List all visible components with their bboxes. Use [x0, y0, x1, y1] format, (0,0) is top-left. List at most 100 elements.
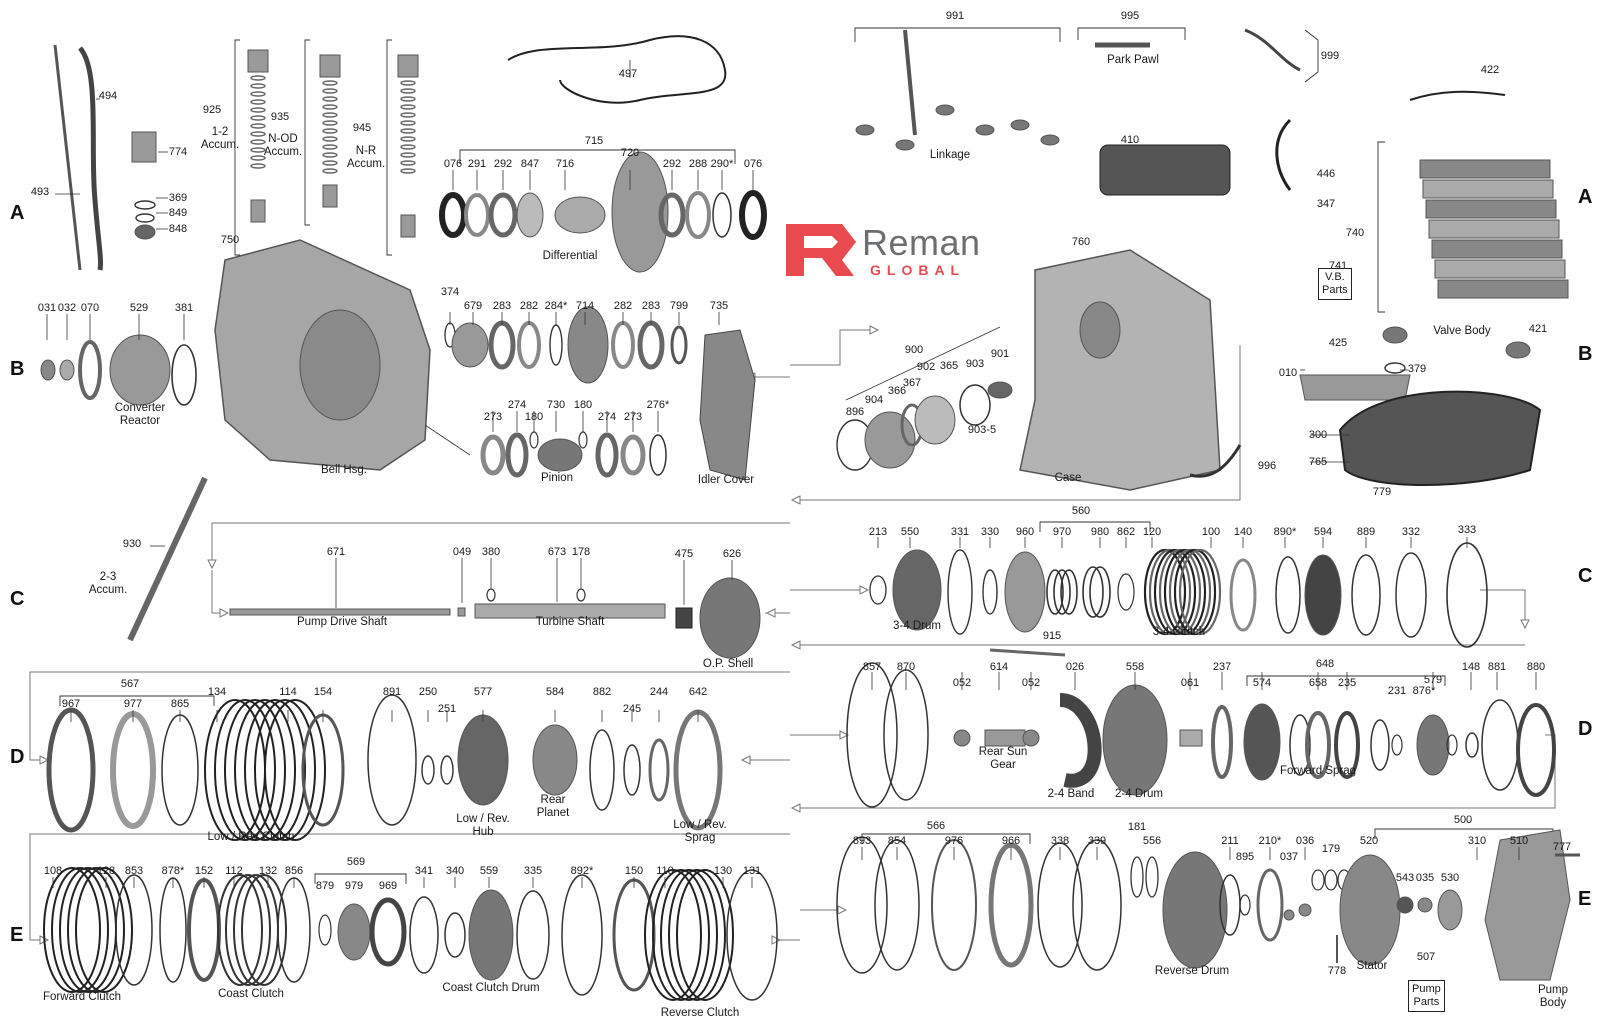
ring-part: [244, 699, 306, 841]
ring-part: [1168, 548, 1212, 636]
harness-446-part: [1275, 118, 1292, 191]
ring-part: [505, 432, 529, 478]
ring-part: [836, 836, 888, 974]
ring-part: [254, 699, 316, 841]
ring-part: [726, 869, 778, 1001]
accumulator-piston-part: [319, 54, 341, 78]
vb-parts-label: V.B.Parts: [1318, 268, 1352, 300]
ring-part: [217, 874, 263, 986]
ring-part: [161, 714, 199, 826]
part-number-label: 347: [1316, 198, 1336, 210]
part-number-label: 865: [170, 698, 190, 710]
ring-part: [322, 136, 338, 142]
flow-line: [211, 522, 790, 560]
ring-part: [874, 839, 920, 971]
part-number-label: 648: [1315, 658, 1335, 670]
ring-part: [115, 874, 153, 986]
ring-part: [400, 88, 416, 94]
ring-part: [67, 867, 125, 993]
ring-part: [869, 575, 887, 605]
ring-part: [1275, 556, 1301, 634]
part-number-label: 425: [1328, 337, 1348, 349]
part-number-label: 716: [555, 158, 575, 170]
part-number-label: 881: [1487, 661, 1507, 673]
part-number-label: 720: [620, 147, 640, 159]
flow-arrow-icon: [1520, 619, 1530, 630]
valve-body-label: Valve Body: [1433, 325, 1491, 337]
part-number-label: 410: [1120, 134, 1140, 146]
bracket-945: [386, 39, 392, 256]
ring-part: [250, 83, 266, 89]
sprag-979-part: [337, 903, 371, 961]
filter-010-part: [1299, 374, 1411, 401]
part-number-label: 180: [573, 399, 593, 411]
part-number-label: 893: [852, 835, 872, 847]
ring-part: [171, 344, 197, 406]
disc-part: [1022, 729, 1040, 747]
ring-part: [440, 755, 454, 785]
reman-global-logo: Reman GLOBAL: [782, 220, 980, 278]
part-number-label: 559: [479, 865, 499, 877]
ring-part: [1516, 703, 1556, 797]
part-number-label: 930: [122, 538, 142, 550]
ring-part: [322, 144, 338, 150]
ring-part: [250, 91, 266, 97]
part-number-label: 577: [473, 686, 493, 698]
ring-part: [612, 878, 656, 992]
accumulator-cap-part: [250, 199, 266, 223]
part-number-label: 237: [1212, 661, 1232, 673]
harness-999-part: [1244, 28, 1301, 72]
ring-part: [1229, 558, 1257, 632]
coast-clutch-label: Coast Clutch: [218, 988, 284, 1000]
disc-part: [40, 359, 56, 381]
ring-part: [1395, 552, 1427, 638]
part-number-label: 333: [1457, 524, 1477, 536]
ring-part: [1148, 548, 1192, 636]
idler-cover-part: [699, 329, 756, 481]
ring-part: [1082, 566, 1104, 618]
ring-part: [1037, 842, 1083, 968]
ring-part: [1256, 868, 1284, 942]
disc-part: [987, 381, 1013, 399]
valve-body-plate-part: [1419, 159, 1551, 179]
part-number-label: 529: [129, 302, 149, 314]
bracket-648: [1246, 675, 1446, 686]
disc-part: [935, 104, 955, 116]
part-number-label: 181: [1127, 821, 1147, 833]
ring-part: [400, 104, 416, 110]
part-number-label: 765: [1308, 456, 1328, 468]
ring-part: [250, 139, 266, 145]
part-number-label: 381: [174, 302, 194, 314]
part-number-label: 902: [916, 361, 936, 373]
part-number-label: 493: [30, 186, 50, 198]
ring-part: [947, 549, 973, 635]
flow-arrow-icon: [837, 905, 848, 915]
part-number-label: 036: [1295, 835, 1315, 847]
ring-part: [1311, 869, 1325, 891]
filler-tube-part: [77, 46, 104, 271]
ring-part: [400, 168, 416, 174]
part-number-label: 026: [1065, 661, 1085, 673]
op-shell-label: O.P. Shell: [702, 658, 754, 670]
part-number-label: 475: [674, 548, 694, 560]
part-number-label: 341: [414, 865, 434, 877]
ring-part: [277, 877, 311, 983]
ring-part: [931, 839, 977, 971]
part-number-label: 673: [547, 546, 567, 558]
converter-reactor-part: [109, 334, 171, 406]
valve-body-plate-part: [1431, 239, 1563, 259]
bushing-049-part: [457, 607, 466, 617]
ring-part: [250, 75, 266, 81]
part-number-label: 880: [1526, 661, 1546, 673]
disc-part: [1010, 119, 1030, 131]
part-number-label: 422: [1480, 64, 1500, 76]
part-number-label: 567: [120, 678, 140, 690]
part-number-label: 715: [584, 135, 604, 147]
part-number-label: 100: [1201, 526, 1221, 538]
ring-part: [1384, 362, 1406, 374]
bracket-999: [1304, 29, 1319, 83]
ring-part: [400, 80, 416, 86]
part-number-label: 879: [315, 880, 335, 892]
bracket-925: [234, 39, 240, 256]
ring-part: [1334, 711, 1360, 779]
